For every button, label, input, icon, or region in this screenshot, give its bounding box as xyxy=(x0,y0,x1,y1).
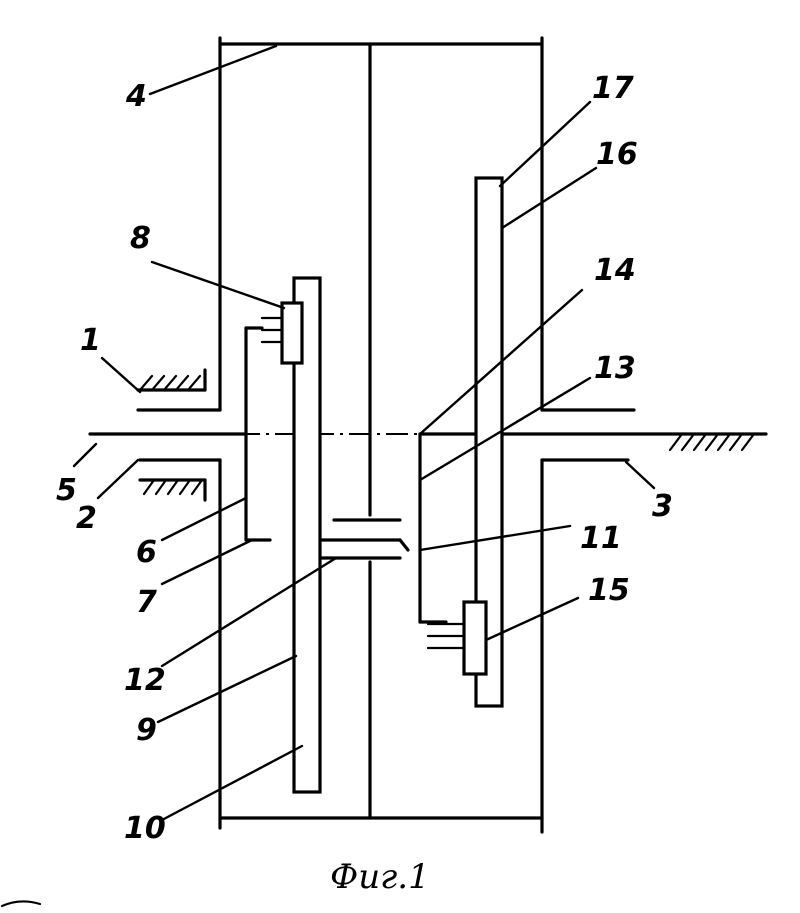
label-7: 7 xyxy=(136,585,157,620)
label-4: 4 xyxy=(125,79,147,114)
label-10: 10 xyxy=(124,811,166,846)
label-15: 15 xyxy=(588,573,630,608)
label-2: 2 xyxy=(76,501,97,536)
label-13: 13 xyxy=(594,351,636,386)
figure-caption: Фиг.1 xyxy=(330,857,430,897)
label-16: 16 xyxy=(596,137,638,172)
label-3: 3 xyxy=(652,489,673,524)
label-14: 14 xyxy=(594,253,636,288)
fixed-support-top-left xyxy=(138,370,205,390)
fixed-support-bottom-left xyxy=(140,480,205,500)
right-planet-block xyxy=(464,602,486,674)
label-17: 17 xyxy=(592,71,634,106)
label-6: 6 xyxy=(136,535,157,570)
label-12: 12 xyxy=(124,663,166,698)
label-1: 1 xyxy=(80,323,101,358)
label-5: 5 xyxy=(56,473,77,508)
label-9: 9 xyxy=(136,713,157,748)
label-11: 11 xyxy=(580,521,622,556)
scan-mark xyxy=(2,901,40,906)
left-planet-block xyxy=(282,303,302,363)
left-carrier xyxy=(246,318,284,540)
label-8: 8 xyxy=(130,221,151,256)
central-hub xyxy=(322,520,408,558)
fixed-support-right xyxy=(670,434,754,450)
